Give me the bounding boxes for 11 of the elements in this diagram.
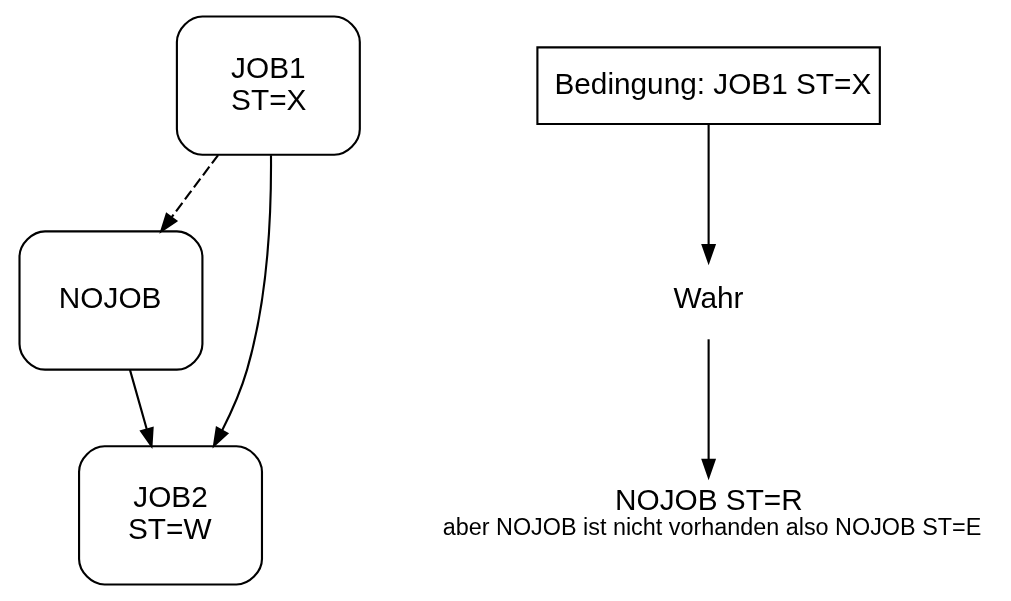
arrow [128,369,154,449]
node-box: Bedingung: JOB1 ST=X [536,46,881,126]
arrow [159,154,219,234]
node-box: JOB2 ST=W [78,445,264,586]
arrow [701,124,717,266]
arrow [212,155,273,449]
node-box: JOB1 ST=X [175,15,361,156]
arrow [701,339,717,481]
node-box: NOJOB [18,230,204,371]
node-text: NOJOB ST=R aber NOJOB ist nicht vorhanden also NOJOB ST=E [442,483,982,541]
node-text: Wahr [673,281,744,315]
